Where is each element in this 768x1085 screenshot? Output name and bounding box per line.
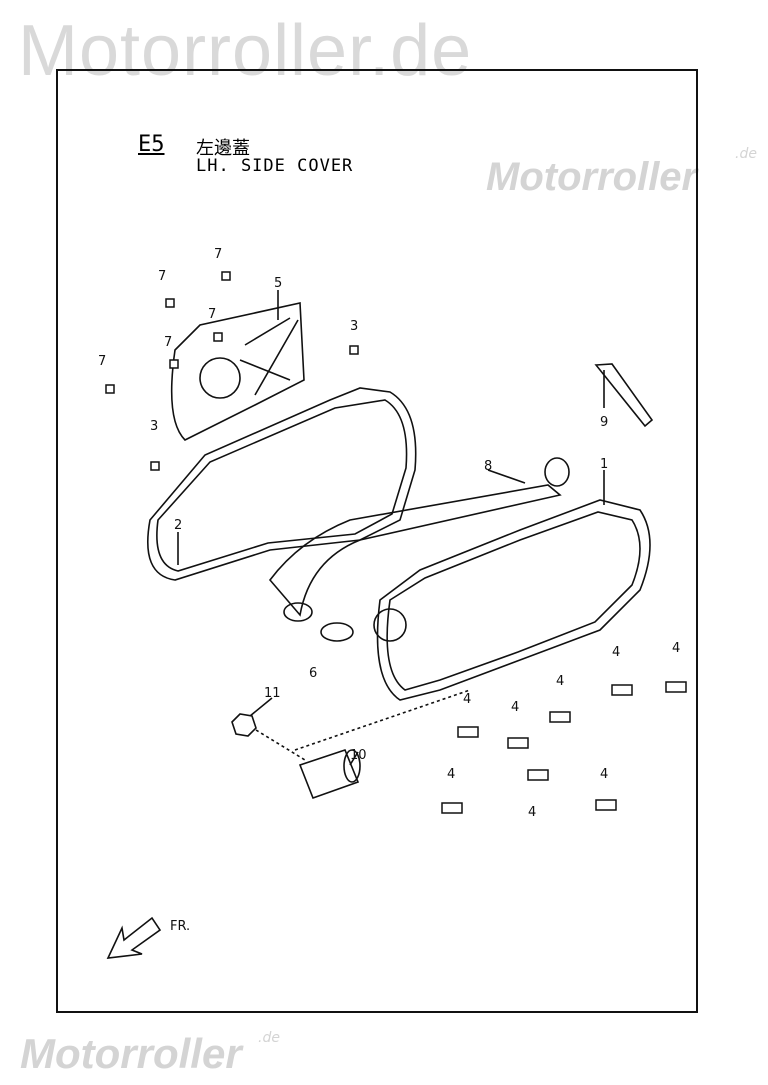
front-arrow-icon [106,916,162,959]
nut-11 [231,713,257,737]
callout-4: 4 [612,645,620,660]
callout-5: 5 [274,276,282,291]
callout-4: 4 [511,700,519,715]
callout-9: 9 [600,415,608,430]
callout-7: 7 [164,335,172,350]
callout-4: 4 [447,767,455,782]
spacer-10 [298,749,360,800]
diagram-frame [56,69,698,1013]
callout-7: 7 [214,247,222,262]
direction-label: FR. [170,919,190,934]
callout-4: 4 [528,805,536,820]
callout-4: 4 [672,641,680,656]
gasket-2 [147,387,417,581]
callout-7: 7 [158,269,166,284]
callout-8: 8 [484,459,492,474]
callout-7: 7 [98,354,106,369]
watermark-right: Motorroller [486,155,698,199]
section-code: E5 [138,132,165,157]
callout-4: 4 [600,767,608,782]
watermark-top: Motorroller.de [18,11,473,91]
tool-9 [594,363,654,428]
callout-6: 6 [309,666,317,681]
clamp-6 [320,622,354,642]
watermark-right-suffix: .de [735,146,757,162]
cover-1 [376,499,651,701]
callout-3: 3 [150,419,158,434]
watermark-bottom-suffix: .de [258,1030,280,1046]
title-english: LH. SIDE COVER [196,156,354,176]
title-chinese: 左邊蓋 [196,138,250,159]
plate-5 [170,302,305,441]
callout-4: 4 [556,674,564,689]
callout-11: 11 [264,686,281,701]
callout-7: 7 [208,307,216,322]
duct-8 [268,484,562,617]
callout-3: 3 [350,319,358,334]
callout-4: 4 [463,692,471,707]
callout-10: 10 [350,748,367,763]
callout-1: 1 [600,457,608,472]
watermark-bottom: Motorroller [20,1030,242,1077]
callout-2: 2 [174,518,182,533]
